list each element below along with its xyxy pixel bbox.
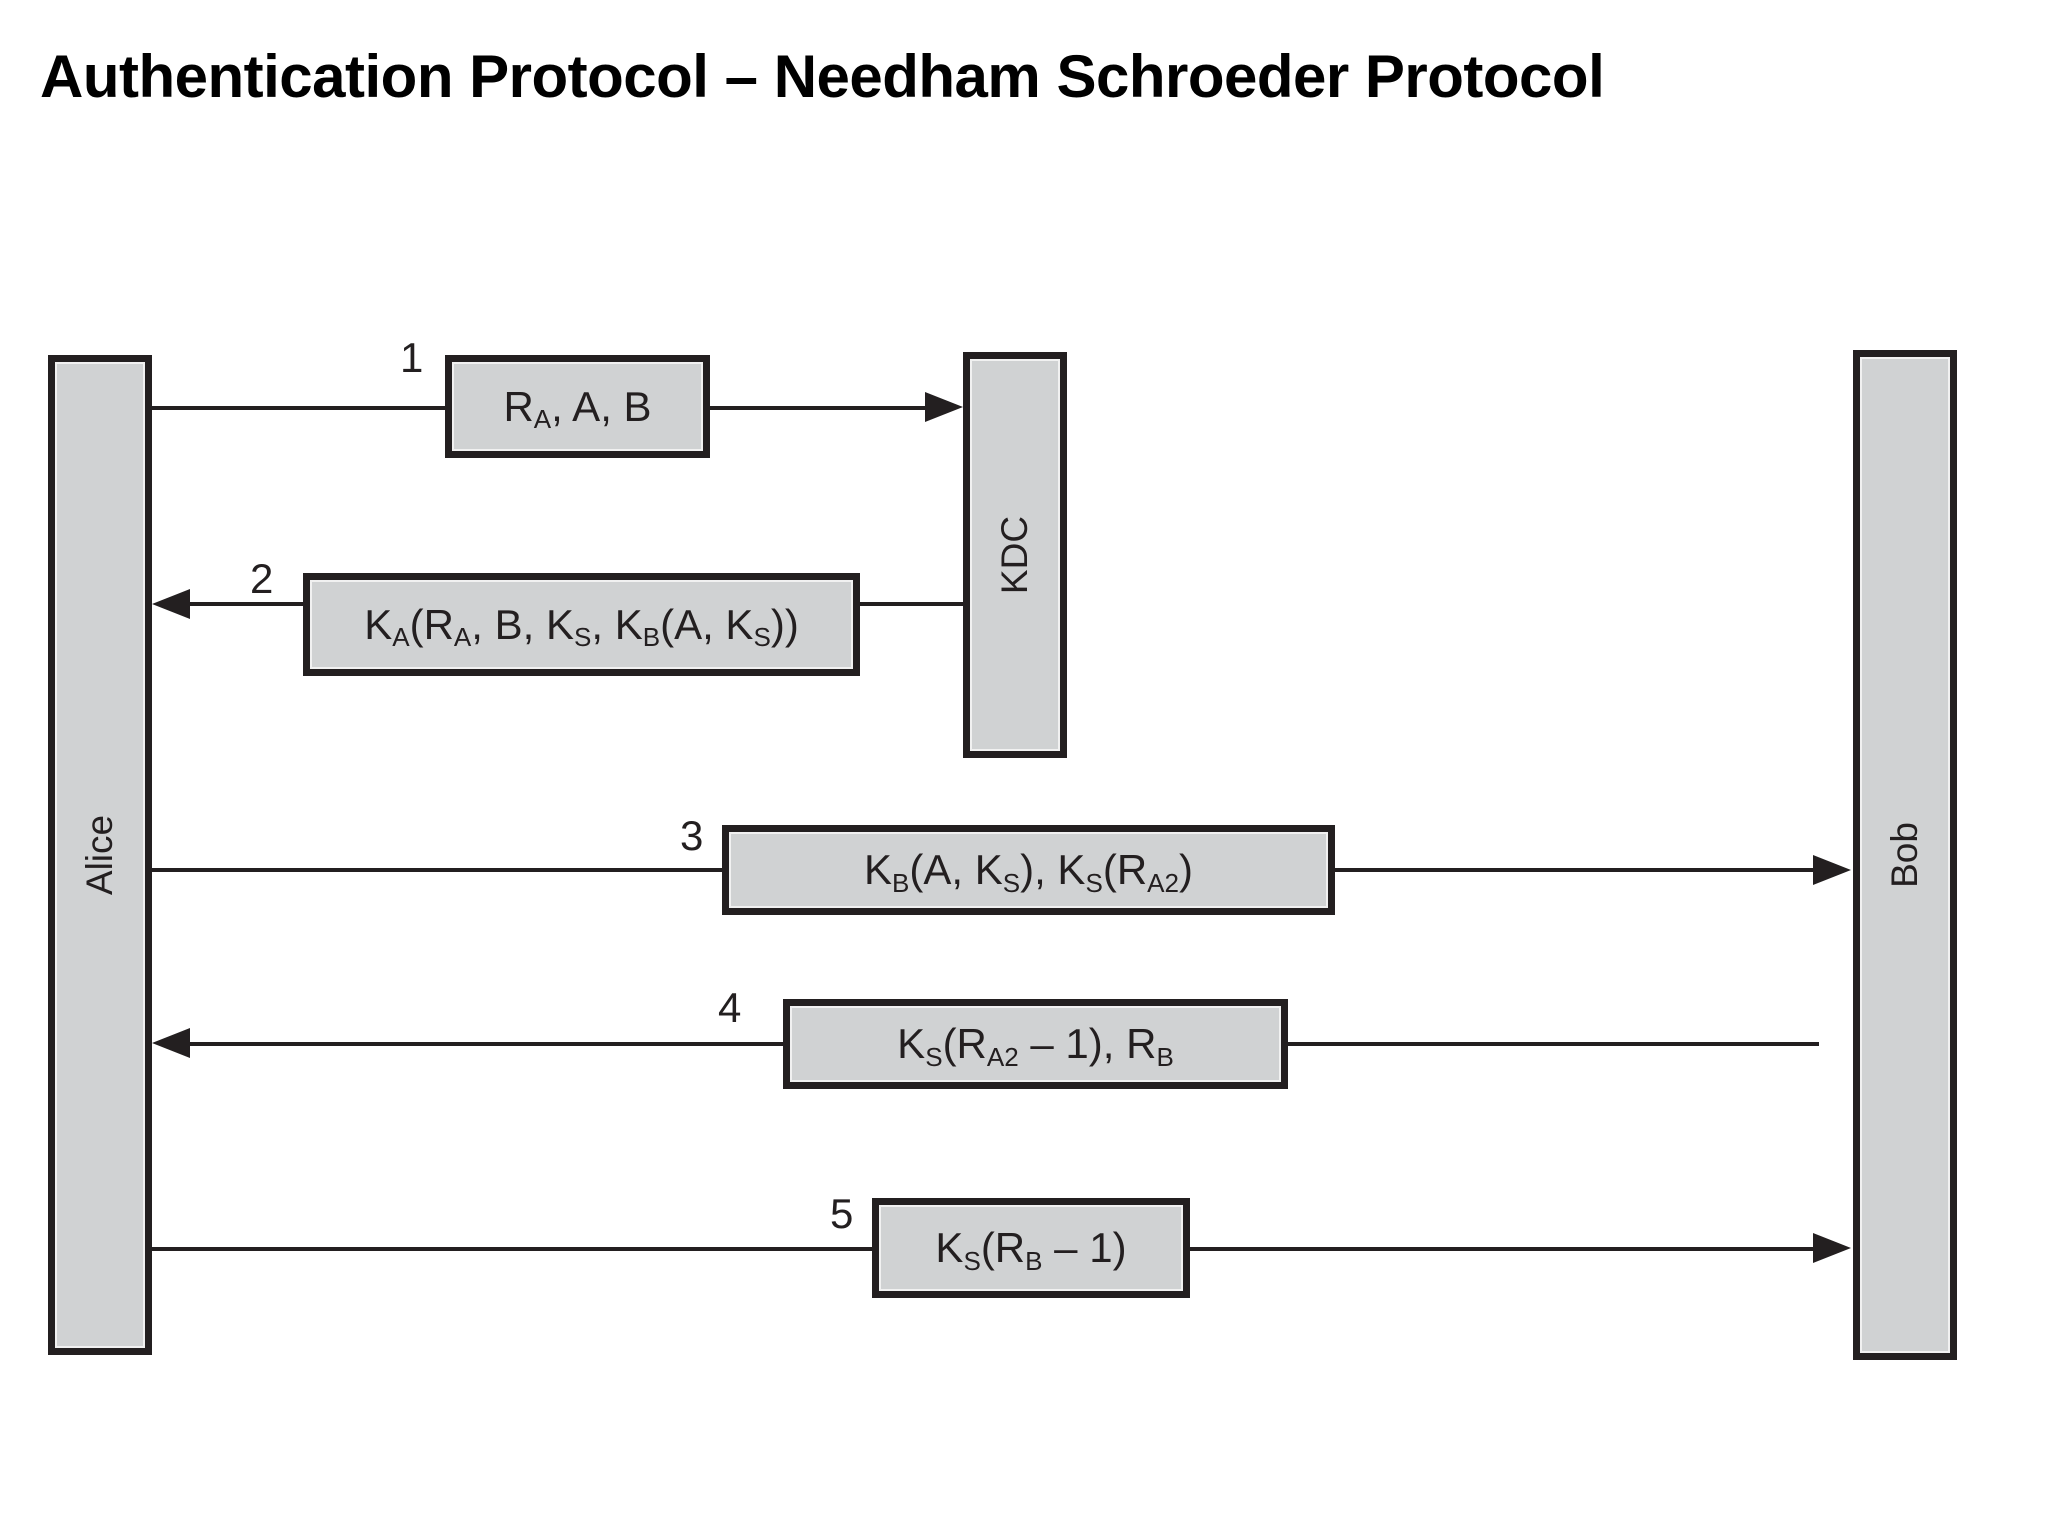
- lifeline-alice-label: Alice: [79, 814, 120, 896]
- message-2-arrowhead: [152, 589, 190, 619]
- message-4-line-right: [1283, 1042, 1819, 1046]
- lifeline-kdc: KDC: [963, 352, 1067, 758]
- message-1-label: RA, A, B: [503, 382, 652, 435]
- message-3-line-right: [1331, 868, 1819, 872]
- message-1-arrowhead: [925, 392, 963, 422]
- message-5-label: KS(RB – 1): [935, 1224, 1127, 1276]
- lifeline-kdc-label: KDC: [994, 515, 1035, 595]
- message-3-arrowhead: [1813, 855, 1851, 885]
- message-4-line-left: [190, 1042, 786, 1046]
- message-1-line-right: [705, 406, 931, 410]
- message-3-line-left: [152, 868, 722, 872]
- message-4-arrowhead: [152, 1028, 190, 1058]
- message-1-line-left: [152, 406, 448, 410]
- message-5-box: KS(RB – 1): [872, 1198, 1190, 1298]
- message-1-step-number: 1: [400, 334, 424, 381]
- message-3-label: KB(A, KS), KS(RA2): [863, 846, 1193, 898]
- message-2-label: KA(RA, B, KS, KB(A, KS)): [364, 600, 799, 653]
- message-2-step-number: 2: [250, 555, 274, 602]
- lifeline-alice: Alice: [48, 355, 152, 1355]
- message-4-label: KS(RA2 – 1), RB: [897, 1020, 1174, 1072]
- message-5-line-right: [1187, 1247, 1819, 1251]
- message-3-box: KB(A, KS), KS(RA2): [722, 825, 1335, 915]
- message-4-box: KS(RA2 – 1), RB: [783, 999, 1288, 1089]
- page-title: Authentication Protocol – Needham Schroe…: [40, 43, 1605, 110]
- lifeline-bob: Bob: [1853, 350, 1957, 1360]
- message-5-arrowhead: [1813, 1233, 1851, 1263]
- message-2-box: KA(RA, B, KS, KB(A, KS)): [303, 573, 860, 676]
- message-3-step-number: 3: [680, 812, 704, 859]
- message-2-line-left: [190, 602, 305, 606]
- lifeline-bob-label: Bob: [1884, 822, 1925, 888]
- message-1-box: RA, A, B: [445, 355, 710, 458]
- message-5-line-left: [152, 1247, 874, 1251]
- message-5-step-number: 5: [830, 1190, 854, 1237]
- message-4-step-number: 4: [718, 984, 742, 1031]
- message-2-line-right: [858, 602, 966, 606]
